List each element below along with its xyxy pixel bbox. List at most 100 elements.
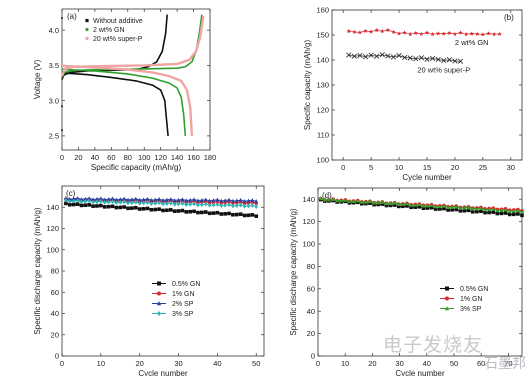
data-point <box>168 197 173 201</box>
y-tick-label: 4.0 <box>49 26 59 35</box>
legend-label: Without additive <box>93 18 143 25</box>
data-point <box>409 203 414 207</box>
data-point <box>429 203 434 207</box>
data-point <box>479 209 483 214</box>
panel-label: (b) <box>504 13 514 22</box>
data-point <box>141 197 146 202</box>
data-point <box>495 208 500 213</box>
data-point <box>203 197 208 202</box>
data-point <box>211 198 216 203</box>
x-tick-label: 0 <box>316 359 320 368</box>
data-point <box>165 201 169 207</box>
data-point <box>195 198 200 203</box>
data-point <box>157 200 161 206</box>
panel-label: (c) <box>66 189 76 198</box>
data-point <box>83 196 88 201</box>
data-point <box>364 201 368 206</box>
data-point <box>215 202 220 207</box>
data-point <box>446 205 451 210</box>
data-point <box>417 204 422 209</box>
data-point <box>475 31 480 36</box>
data-point <box>223 202 227 208</box>
data-point <box>376 202 381 207</box>
data-point <box>227 202 231 208</box>
data-point <box>106 197 111 201</box>
data-point <box>362 54 369 60</box>
data-point <box>184 210 189 214</box>
data-point <box>87 203 91 207</box>
data-point <box>466 208 471 213</box>
y-tick-label: 120 <box>316 106 329 115</box>
data-point <box>134 199 138 205</box>
data-point <box>515 208 520 213</box>
data-point <box>400 202 405 206</box>
data-point <box>408 31 413 37</box>
data-point <box>95 199 99 205</box>
y-tick-label: 100 <box>302 240 315 249</box>
data-point <box>161 208 165 213</box>
data-point <box>180 208 185 213</box>
data-point <box>425 206 430 210</box>
data-point <box>242 203 247 209</box>
data-point <box>67 199 72 204</box>
data-point <box>223 212 227 216</box>
data-point <box>429 205 434 210</box>
data-point <box>130 206 134 210</box>
data-point <box>357 52 363 59</box>
data-point <box>511 212 516 217</box>
data-point <box>184 202 189 208</box>
legend-marker <box>445 296 449 301</box>
data-point <box>106 204 111 209</box>
y-tick-label: 110 <box>317 131 329 140</box>
data-point <box>192 201 196 207</box>
data-point <box>91 204 95 208</box>
data-point <box>374 53 380 59</box>
data-point <box>71 202 76 207</box>
data-point <box>199 198 204 202</box>
data-point <box>405 204 409 208</box>
data-point <box>149 207 154 212</box>
legend-label: 2 wt% GN <box>93 27 125 34</box>
x-axis-title: Cycle number <box>402 173 452 182</box>
data-point <box>433 204 438 209</box>
data-point <box>79 203 84 208</box>
data-point <box>413 56 419 62</box>
legend-marker <box>444 306 450 311</box>
y-tick-label: 0 <box>55 352 59 361</box>
y-tick-label: 140 <box>46 203 59 212</box>
data-point <box>102 197 107 202</box>
x-tick-label: 30 <box>507 163 515 172</box>
data-point <box>388 201 393 206</box>
data-point <box>424 30 430 35</box>
y-tick-label: 20 <box>307 329 315 338</box>
data-point <box>207 202 212 208</box>
data-point <box>75 202 80 206</box>
data-point <box>238 197 243 202</box>
data-point <box>71 198 76 204</box>
data-point <box>95 204 99 208</box>
legend-label: 2% SP <box>172 301 194 308</box>
x-tick-label: 140 <box>171 153 184 162</box>
data-point <box>331 197 336 201</box>
legend-marker <box>157 281 161 286</box>
data-point <box>475 209 479 214</box>
x-tick-label: 30 <box>395 359 403 368</box>
data-point <box>454 204 459 209</box>
data-point <box>352 29 357 34</box>
data-point <box>164 197 169 202</box>
data-point <box>153 197 158 202</box>
data-point <box>335 198 340 203</box>
panel-label: (a) <box>67 12 77 21</box>
data-point <box>75 198 80 203</box>
data-point <box>326 197 331 202</box>
x-tick-label: 50 <box>252 359 260 368</box>
data-point <box>235 212 239 217</box>
y-axis-title: Specific discharge capacity (mAh/g) <box>289 208 298 336</box>
data-point <box>396 52 402 59</box>
y-tick-label: 100 <box>46 245 59 254</box>
x-axis-title: Specific capacity (mAh/g) <box>91 163 182 172</box>
data-point <box>172 198 177 203</box>
y-tick-label: 60 <box>51 288 59 297</box>
data-point <box>203 201 208 207</box>
